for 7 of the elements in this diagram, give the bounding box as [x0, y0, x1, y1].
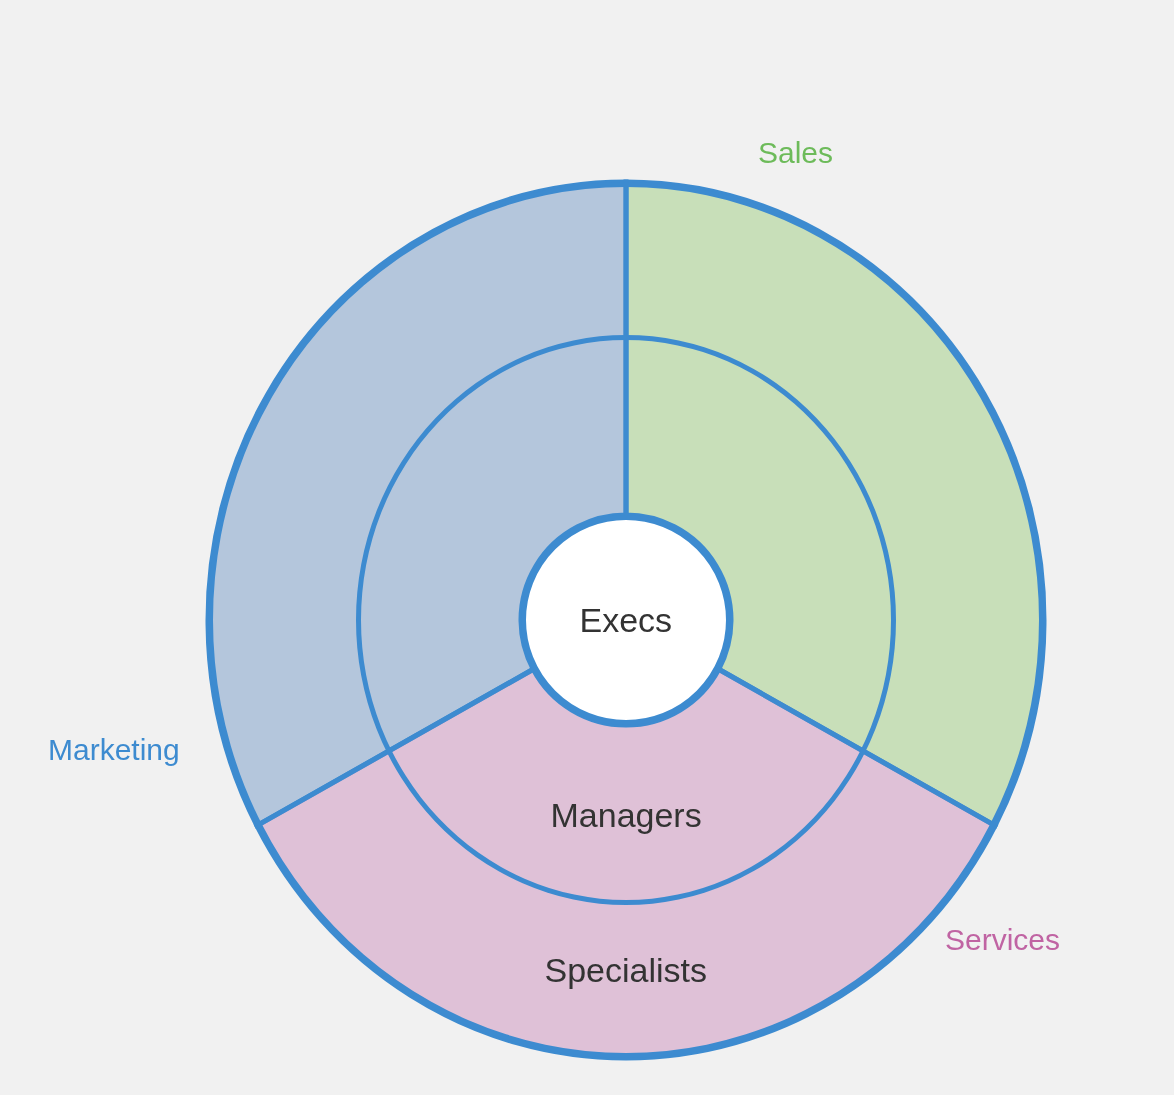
sector-label: Services — [945, 925, 1061, 955]
ring-label: Specialists — [544, 953, 707, 987]
ring-label: Execs — [579, 603, 673, 637]
sector-label: Marketing — [48, 735, 180, 765]
inner-ring — [356, 335, 896, 905]
ring-label: Managers — [550, 798, 702, 832]
sector-label: Sales — [758, 138, 834, 168]
